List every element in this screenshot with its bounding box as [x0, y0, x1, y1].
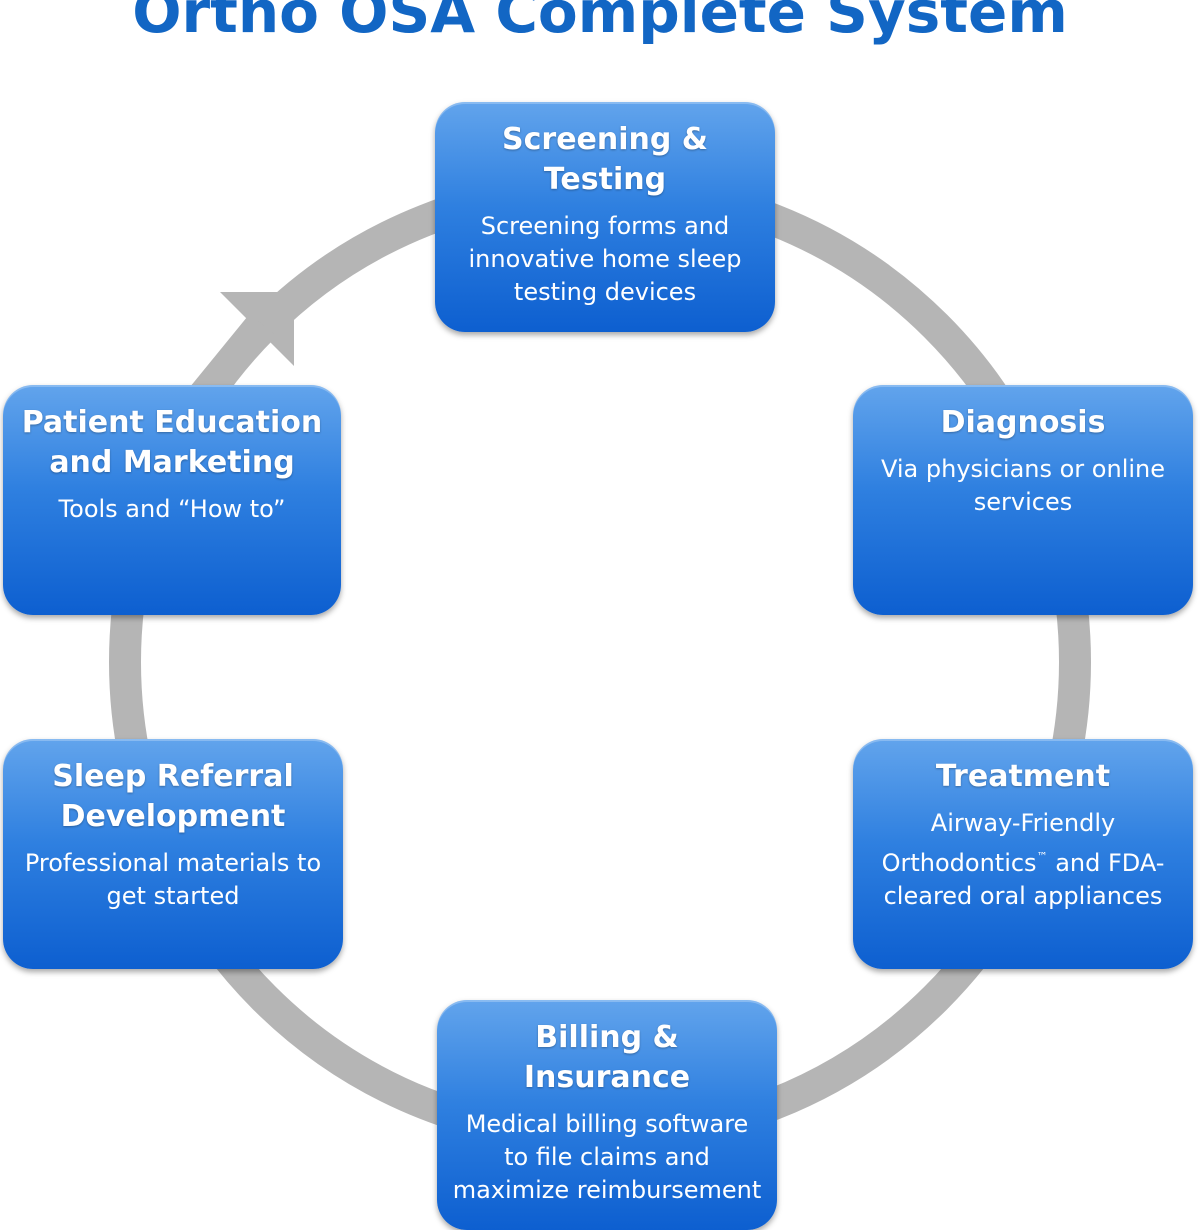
step-treatment: Treatment Airway-Friendly Orthodontics™ …: [853, 739, 1193, 969]
step-description: Airway-Friendly Orthodontics™ and FDA-cl…: [867, 807, 1179, 913]
step-heading: Billing & Insurance: [523, 1020, 691, 1095]
step-heading: Patient Education and Marketing: [21, 405, 323, 480]
step-patient-education-marketing: Patient Education and Marketing Tools an…: [3, 385, 341, 615]
step-heading: Diagnosis: [940, 405, 1106, 440]
step-description-tail: and FDA-cleared oral appliances: [883, 849, 1165, 910]
diagram-title: Ortho OSA Complete System: [132, 0, 1068, 46]
step-sleep-referral-development: Sleep Referral Development Professional …: [3, 739, 343, 969]
step-description-lead: Airway-Friendly Orthodontics: [881, 809, 1116, 877]
step-description: Via physicians or online services: [880, 455, 1165, 516]
step-description: Medical billing software to file claims …: [452, 1110, 762, 1204]
step-heading: Screening & Testing: [502, 122, 708, 197]
step-billing-insurance: Billing & Insurance Medical billing soft…: [437, 1000, 777, 1230]
step-heading: Treatment: [935, 759, 1111, 794]
trademark-mark: ™: [1036, 850, 1048, 863]
step-description: Tools and “How to”: [58, 495, 286, 523]
step-description: Professional materials to get started: [24, 849, 322, 910]
step-diagnosis: Diagnosis Via physicians or online servi…: [853, 385, 1193, 615]
step-screening-testing: Screening & Testing Screening forms and …: [435, 102, 775, 332]
step-heading: Sleep Referral Development: [52, 759, 294, 834]
step-description: Screening forms and innovative home slee…: [468, 212, 742, 306]
